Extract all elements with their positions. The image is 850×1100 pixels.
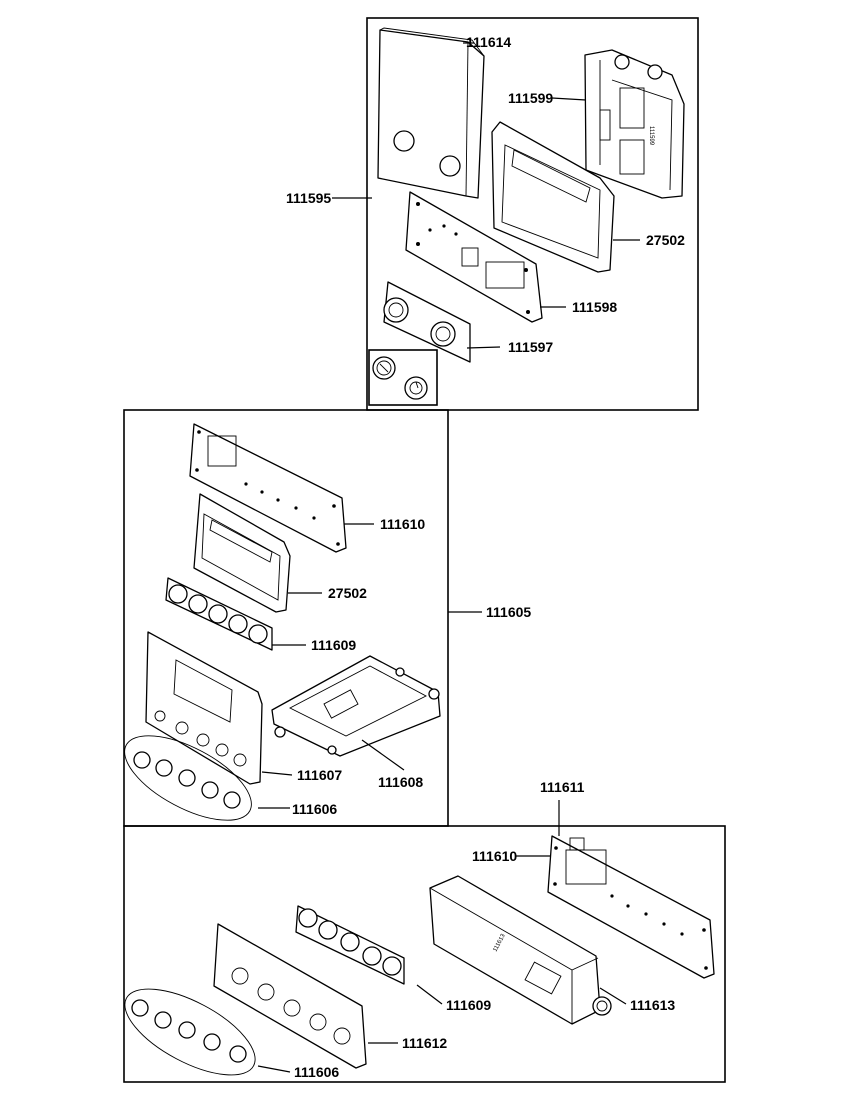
- chassis-111608: [271, 655, 441, 757]
- frame-111595: [366, 17, 699, 411]
- label-111608: 111608: [378, 774, 423, 790]
- label-111595: 111595: [286, 190, 331, 206]
- housing-111599: 111599: [584, 49, 685, 199]
- label-111610-bottom: 111610: [472, 848, 517, 864]
- knob-inset-frame: [368, 349, 438, 406]
- label-111599: 111599: [508, 90, 553, 106]
- knob-set-111606-mid: [124, 735, 252, 821]
- lcd-display-27502-mid: [193, 493, 291, 613]
- circuit-board-111598: [405, 191, 543, 323]
- label-111612: 111612: [402, 1035, 447, 1051]
- label-111613: 111613: [630, 997, 675, 1013]
- label-111606-mid: 111606: [292, 801, 337, 817]
- front-panel-111614: [377, 27, 485, 199]
- label-111607: 111607: [297, 767, 342, 783]
- circuit-board-111610-bottom: [547, 835, 715, 979]
- front-panel-111607: [145, 631, 263, 785]
- knob-set-111606-bottom: [124, 988, 256, 1076]
- label-111597: 111597: [508, 339, 553, 355]
- svg-text:111599: 111599: [648, 126, 654, 146]
- label-111609-bottom: 111609: [446, 997, 491, 1013]
- enclosure-111613: 111613: [429, 875, 612, 1025]
- knob-detail-inset: [372, 356, 428, 400]
- knob-strip-111609-bottom: [295, 905, 405, 985]
- label-111609-mid: 111609: [311, 637, 356, 653]
- knob-strip-111609-mid: [165, 577, 273, 651]
- circuit-board-111610-mid: [189, 423, 347, 553]
- label-111614: 111614: [466, 34, 511, 50]
- label-111606-bottom: 111606: [294, 1064, 339, 1080]
- label-111605: 111605: [486, 604, 531, 620]
- label-111611: 111611: [540, 779, 585, 795]
- label-111610-mid: 111610: [380, 516, 425, 532]
- lcd-display-27502-top: [491, 121, 615, 273]
- label-111598: 111598: [572, 299, 617, 315]
- label-27502-top: 27502: [646, 232, 685, 248]
- label-27502-mid: 27502: [328, 585, 367, 601]
- knob-bracket-111597: [383, 281, 471, 363]
- frame-111611: [123, 825, 726, 1083]
- front-panel-111612: [213, 923, 367, 1069]
